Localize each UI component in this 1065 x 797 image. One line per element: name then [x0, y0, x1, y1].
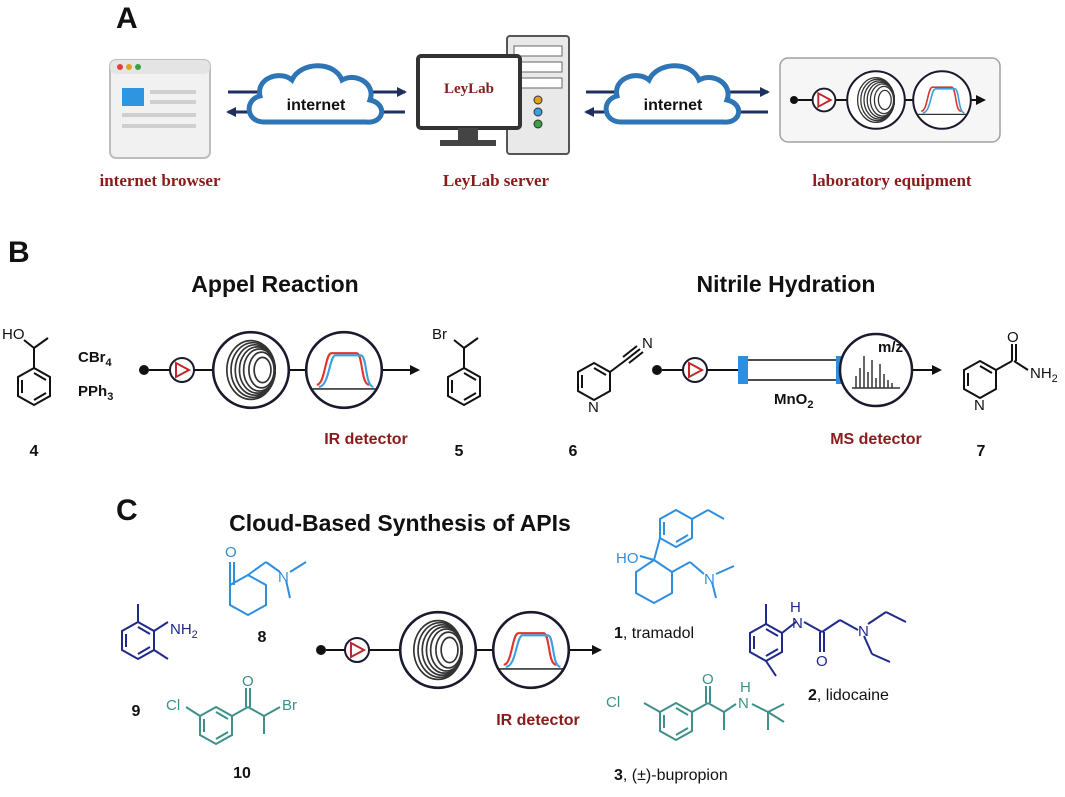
atom-chlorine-10: Cl	[166, 697, 180, 714]
browser-window-icon	[109, 59, 211, 159]
cloud-synthesis-title: Cloud-Based Synthesis of APIs	[229, 510, 571, 536]
compound-label-5: 5	[455, 443, 464, 460]
atom-amine-n-8: N	[278, 569, 289, 586]
ir-detector-label-appel: IR detector	[324, 431, 408, 448]
atom-amine-h-3: H	[740, 679, 751, 696]
compound-6-structure	[577, 345, 644, 402]
coil-reactor-icon-appel	[211, 330, 291, 410]
reagent-cbr4: CBr4	[78, 349, 113, 369]
coil-reactor-icon-api	[398, 610, 478, 690]
panel-label-b: B	[8, 236, 30, 269]
ir-detector-icon-appel	[304, 330, 384, 410]
atom-amide-n-2: N	[792, 615, 803, 632]
pump-icon-api	[344, 637, 370, 663]
caption-laboratory-equipment: laboratory equipment	[812, 171, 971, 190]
atom-amine-n-2: N	[858, 623, 869, 640]
atom-ketone-o-8: O	[225, 544, 237, 561]
atom-amine-n-3: N	[738, 695, 749, 712]
ir-detector-icon-api	[491, 610, 571, 690]
compound-9-structure	[121, 604, 169, 661]
compound-label-6: 6	[569, 443, 578, 460]
api-flow-setup	[316, 610, 602, 690]
server-icon	[506, 35, 570, 155]
appel-reaction-title: Appel Reaction	[191, 271, 358, 297]
atom-ketone-o-3: O	[702, 671, 714, 688]
ir-detector-label-api: IR detector	[496, 712, 580, 729]
compound-label-9: 9	[132, 703, 141, 720]
reagent-pph3: PPh3	[78, 383, 113, 403]
compound-4-structure	[17, 337, 51, 407]
cloud-label-left: internet	[287, 97, 346, 114]
atom-pyridine-n-6: N	[588, 399, 599, 416]
atom-amide-h-2: H	[790, 599, 801, 616]
atom-amide-o-2: O	[816, 653, 828, 670]
lidocaine-structure	[749, 604, 907, 677]
panel-label-c: C	[116, 494, 138, 527]
server-brand-label: LeyLab	[444, 81, 494, 97]
nitrile-flow-setup	[652, 332, 942, 408]
tramadol-structure	[635, 508, 735, 605]
monitor-icon	[416, 54, 522, 146]
atom-amide-o-7: O	[1007, 329, 1019, 346]
ms-detector-icon	[838, 332, 914, 408]
compound-5-structure	[447, 337, 481, 407]
caption-leylab-server: LeyLab server	[443, 171, 550, 190]
compound-label-7: 7	[977, 443, 986, 460]
column-mno2-label: MnO2	[774, 391, 813, 411]
ms-mz-label: m/z	[878, 339, 903, 356]
compound-7-structure	[963, 344, 1029, 400]
atom-bromine-5: Br	[432, 326, 447, 343]
atom-amine-nh2-9: NH2	[170, 621, 198, 641]
compound-label-10: 10	[233, 765, 251, 782]
atom-hydroxyl-4: HO	[2, 326, 25, 343]
atom-ketone-o-10: O	[242, 673, 254, 690]
nitrile-hydration-title: Nitrile Hydration	[697, 271, 876, 297]
atom-hydroxyl-1: HO	[616, 550, 639, 567]
appel-flow-setup	[139, 330, 420, 410]
api-label-bupropion: 3, (±)-bupropion	[614, 767, 728, 784]
laboratory-equipment-box	[779, 57, 1001, 143]
caption-internet-browser: internet browser	[99, 171, 220, 190]
atom-amine-n-1: N	[704, 571, 715, 588]
atom-amide-nh2-7: NH2	[1030, 365, 1058, 385]
api-label-lidocaine: 2, lidocaine	[808, 687, 889, 704]
compound-label-8: 8	[258, 629, 267, 646]
atom-nitrile-n-6: N	[642, 335, 653, 352]
atom-pyridine-n-7: N	[974, 397, 985, 414]
atom-bromine-10: Br	[282, 697, 297, 714]
panel-label-a: A	[116, 2, 138, 35]
mno2-column-icon	[738, 356, 846, 384]
compound-8-structure	[229, 561, 307, 617]
atom-chlorine-3: Cl	[606, 694, 620, 711]
api-label-tramadol: 1, tramadol	[614, 625, 694, 642]
pump-icon-nitrile	[682, 357, 708, 383]
pump-icon-appel	[169, 357, 195, 383]
bupropion-structure	[643, 686, 785, 742]
ms-detector-label: MS detector	[830, 431, 922, 448]
cloud-label-right: internet	[644, 97, 703, 114]
compound-label-4: 4	[30, 443, 39, 460]
compound-10-structure	[185, 688, 281, 746]
